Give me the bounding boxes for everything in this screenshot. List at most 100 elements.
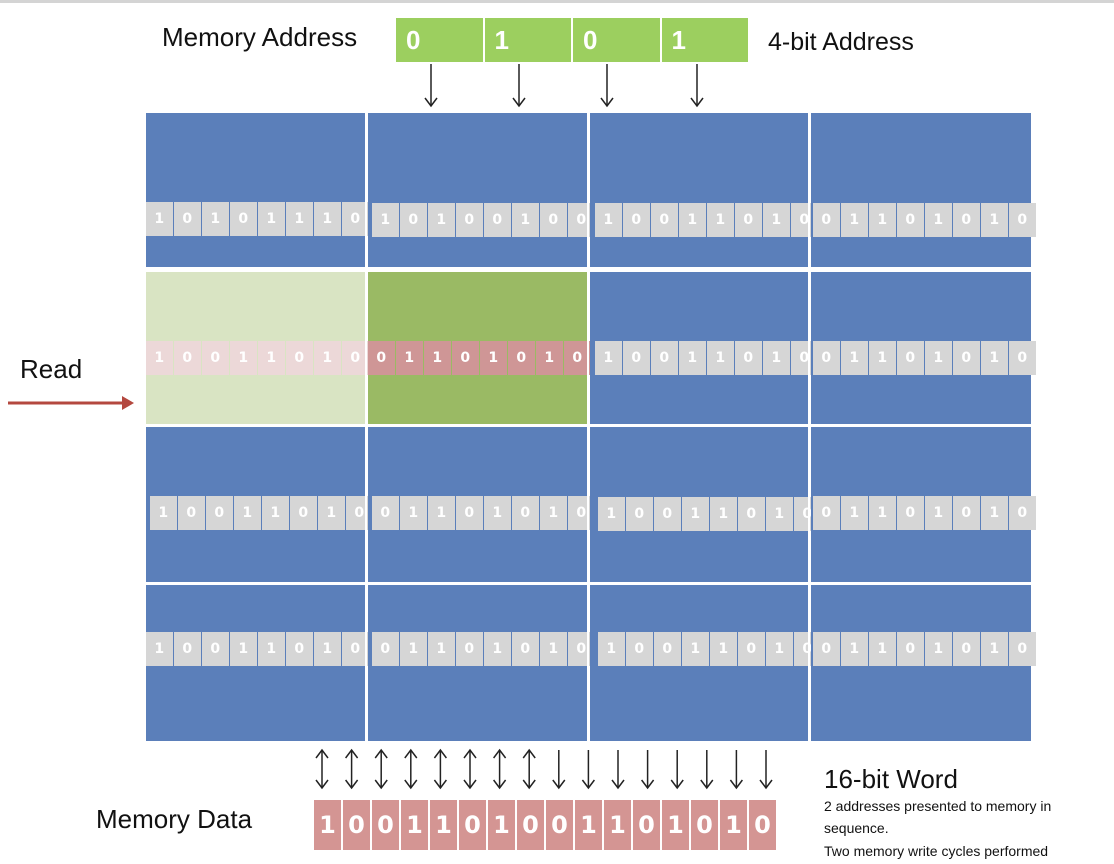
word-bit: 0 <box>372 800 399 850</box>
note-line-3: Two memory write cycles performed <box>824 843 1049 859</box>
memory-bit: 1 <box>536 341 563 375</box>
memory-bit: 1 <box>679 203 706 237</box>
memory-bit: 0 <box>626 497 653 531</box>
address-register: 0 1 0 1 <box>396 18 748 62</box>
arrow-head-icon <box>424 97 438 108</box>
word-bit: 1 <box>720 800 747 850</box>
word-bit: 1 <box>430 800 457 850</box>
memory-bit: 0 <box>512 632 539 666</box>
memory-bit: 0 <box>342 341 369 375</box>
memory-bit: 0 <box>342 202 369 236</box>
memory-bit: 0 <box>654 497 681 531</box>
word-bit: 0 <box>691 800 718 850</box>
memory-cell <box>590 113 810 267</box>
memory-bit: 0 <box>456 203 483 237</box>
memory-bit: 1 <box>925 496 952 530</box>
memory-bit: 0 <box>953 341 980 375</box>
arrow-head-icon <box>522 748 536 759</box>
memory-address-label: Memory Address <box>162 22 358 52</box>
memory-bit: 0 <box>286 632 313 666</box>
arrow-head-icon <box>700 779 714 790</box>
memory-bit: 0 <box>202 341 229 375</box>
arrow-head-icon <box>670 779 684 790</box>
memory-bit: 1 <box>400 496 427 530</box>
memory-bit: 0 <box>1009 341 1036 375</box>
memory-cell <box>811 113 1031 267</box>
memory-bit: 1 <box>372 203 399 237</box>
memory-bit: 0 <box>897 496 924 530</box>
memory-bit: 1 <box>869 496 896 530</box>
memory-bit: 1 <box>428 632 455 666</box>
memory-bit: 1 <box>262 496 289 530</box>
memory-bit: 0 <box>508 341 535 375</box>
memory-bit: 1 <box>202 202 229 236</box>
arrow-head-icon <box>463 779 477 790</box>
note-line-2: sequence. <box>824 820 889 836</box>
memory-bit: 1 <box>682 632 709 666</box>
arrow-head-icon <box>122 396 134 410</box>
memory-bit: 1 <box>869 341 896 375</box>
memory-bit: 0 <box>174 341 201 375</box>
memory-bit: 1 <box>763 203 790 237</box>
memory-bit: 1 <box>230 341 257 375</box>
memory-bit: 1 <box>598 632 625 666</box>
word-bit: 0 <box>749 800 776 850</box>
arrow-head-icon <box>690 97 704 108</box>
memory-bit: 1 <box>679 341 706 375</box>
memory-bit: 0 <box>953 496 980 530</box>
memory-bit: 1 <box>258 632 285 666</box>
arrow-head-icon <box>640 779 655 790</box>
arrow-head-icon <box>759 779 773 790</box>
memory-bit: 1 <box>234 496 261 530</box>
memory-bit: 1 <box>710 632 737 666</box>
memory-bit: 0 <box>738 497 765 531</box>
memory-bit: 1 <box>925 203 952 237</box>
memory-bit: 1 <box>869 632 896 666</box>
memory-bit: 1 <box>146 632 173 666</box>
memory-bit: 0 <box>651 341 678 375</box>
memory-bit: 0 <box>290 496 317 530</box>
memory-bit: 1 <box>146 341 173 375</box>
memory-bit: 1 <box>484 496 511 530</box>
arrow-head-icon <box>512 97 526 108</box>
memory-bit: 0 <box>897 341 924 375</box>
memory-bit: 1 <box>318 496 345 530</box>
memory-data-label: Memory Data <box>96 804 253 834</box>
address-bit: 0 <box>396 18 485 62</box>
memory-bit: 1 <box>314 632 341 666</box>
arrow-head-icon <box>493 748 507 759</box>
arrow-head-icon <box>433 748 447 759</box>
memory-bit: 1 <box>981 632 1008 666</box>
read-label: Read <box>20 354 83 384</box>
word-bit: 1 <box>314 800 341 850</box>
memory-bit: 1 <box>925 341 952 375</box>
memory-cell <box>146 113 366 267</box>
word-bit: 0 <box>546 800 573 850</box>
memory-bit: 1 <box>682 497 709 531</box>
arrow-head-icon <box>315 779 329 790</box>
memory-bit: 1 <box>540 496 567 530</box>
arrow-head-icon <box>463 748 477 759</box>
memory-bit: 0 <box>623 203 650 237</box>
memory-bit: 0 <box>372 632 399 666</box>
memory-bit: 0 <box>735 341 762 375</box>
memory-bit: 0 <box>1009 203 1036 237</box>
address-bit: 1 <box>484 18 573 62</box>
memory-bit: 1 <box>710 497 737 531</box>
memory-bit: 1 <box>841 203 868 237</box>
word-bit: 1 <box>662 800 689 850</box>
memory-bit: 0 <box>738 632 765 666</box>
arrow-head-icon <box>493 779 507 790</box>
arrow-head-icon <box>315 748 329 759</box>
address-bit: 0 <box>573 18 662 62</box>
memory-bit: 1 <box>841 496 868 530</box>
memory-bit: 1 <box>424 341 451 375</box>
word-bit: 1 <box>575 800 602 850</box>
memory-bit: 0 <box>897 632 924 666</box>
memory-bit: 0 <box>1009 496 1036 530</box>
memory-bit: 0 <box>456 496 483 530</box>
